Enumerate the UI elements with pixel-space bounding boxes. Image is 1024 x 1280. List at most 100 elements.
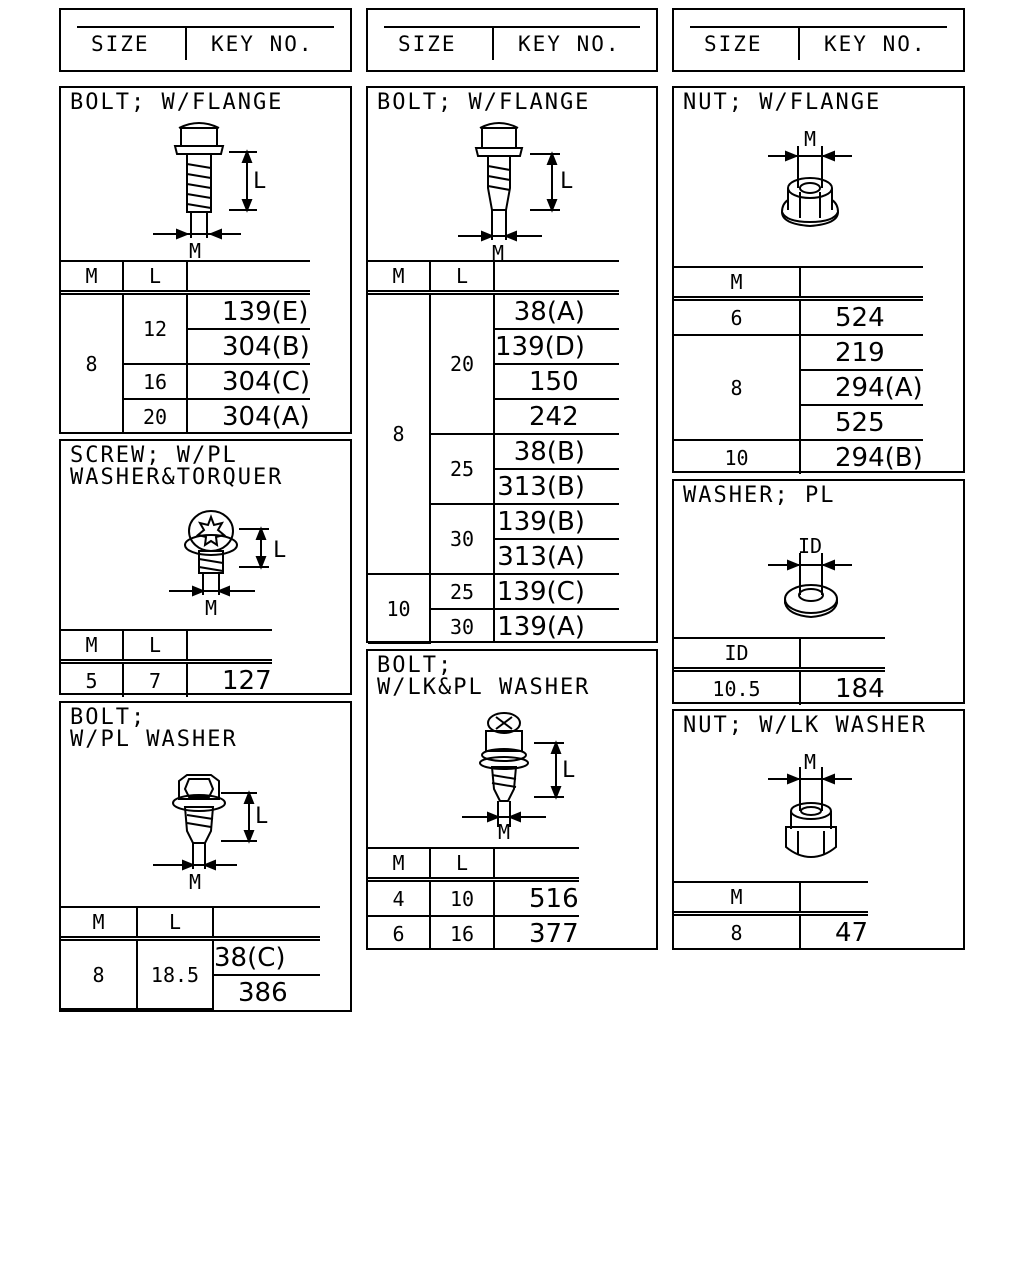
nut-flange-illustration: M [768,127,852,228]
key-number: 127 [186,660,272,697]
key-number: 304(A) [185,398,311,433]
table-row: 386 [61,974,320,1009]
dim-l-label: L [253,169,266,194]
key-number: 524 [799,297,923,336]
key-no-header: KEY NO. [824,32,927,56]
dim-m-label: M [189,239,201,263]
dim-id-label: ID [798,534,822,558]
key-number: 242 [493,398,619,435]
key-number: 294(A) [799,369,923,406]
dim-m-label: M [804,127,816,151]
key-number: 38(B) [493,433,619,470]
key-number: 386 [212,974,320,1009]
key-number: 139(E) [185,291,311,330]
table-row: 150 [368,363,619,400]
part-title: BOLT; W/LK&PL WASHER [377,653,591,700]
key-number: 139(B) [493,503,619,540]
header-col1: SIZE KEY NO. [59,8,352,72]
key-number: 139(D) [493,328,619,365]
size-header: SIZE [398,32,457,56]
key-number: 377 [493,915,579,950]
dim-l-label: L [255,804,268,829]
table-row: 313(A) [368,538,619,575]
col-l-header: L [122,260,188,295]
nut-lk-washer-illustration: M [768,750,852,859]
washer-illustration: ID [768,534,852,619]
key-number: 313(A) [493,538,619,575]
key-number: 139(A) [493,608,619,643]
table-row: 139(D) [368,328,619,365]
screw-washer-illustration: L M [169,510,286,620]
key-number: 525 [799,404,923,441]
dim-l-label: L [562,758,575,783]
bolt-lk-washer-illustration: L M [462,712,575,844]
key-no-header: KEY NO. [211,32,314,56]
key-number: 184 [799,668,885,705]
dim-l-label: L [560,169,573,194]
size-header: SIZE [91,32,150,56]
part-title: BOLT; W/FLANGE [377,90,591,115]
part-title: BOLT; W/FLANGE [70,90,284,115]
size-header: SIZE [704,32,763,56]
dim-m-label: M [189,870,201,894]
header-col3: SIZE KEY NO. [672,8,965,72]
part-title: BOLT; W/PL WASHER [70,705,238,752]
key-number: 304(C) [185,363,311,400]
key-number: 516 [493,878,579,917]
col-m-header: M [61,260,124,295]
dim-m-label: M [492,241,504,263]
table-row: 313(B) [368,468,619,505]
part-title: NUT; W/LK WASHER [683,713,927,738]
key-number: 304(B) [185,328,311,365]
dim-m-label: M [205,596,217,620]
table-row: 304(B) [61,328,311,365]
bolt-flange-illustration: L M [153,122,266,263]
key-number: 150 [493,363,619,400]
bolt-pl-washer-illustration: L M [153,774,268,894]
part-title: NUT; W/FLANGE [683,90,882,115]
table-row: 525 [674,404,923,441]
part-title: WASHER; PL [683,483,836,508]
key-number: 313(B) [493,468,619,505]
dim-m-label: M [498,820,510,844]
dim-m-label: M [804,750,816,774]
key-number: 139(C) [493,573,619,610]
key-number: 47 [798,912,869,949]
key-no-header: KEY NO. [518,32,621,56]
table-row: 242 [368,398,619,435]
key-number: 294(B) [799,439,923,474]
part-title: SCREW; W/PL WASHER&TORQUER [70,443,284,490]
